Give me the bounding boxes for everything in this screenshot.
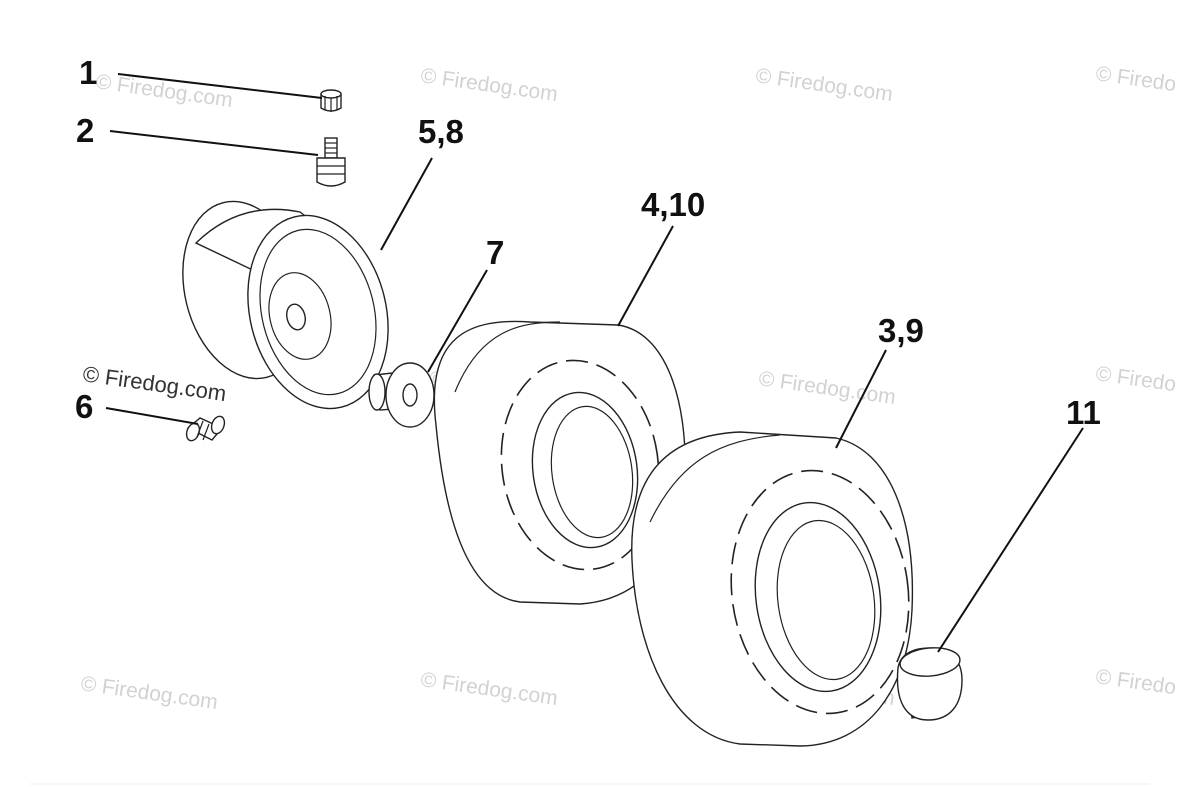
valve-stem <box>316 137 346 187</box>
leader-line-7 <box>427 269 488 373</box>
watermark: © Firedog.com <box>754 64 894 106</box>
leader-line-6 <box>105 407 199 425</box>
callout-6: 6 <box>75 388 93 425</box>
callout-7: 7 <box>486 234 504 271</box>
leader-line-3-9 <box>835 349 887 449</box>
watermark: © Firedog.com <box>79 672 219 714</box>
tire-rear <box>631 431 914 747</box>
leader-lines <box>105 73 1084 653</box>
tire-front <box>433 320 686 605</box>
watermark: © Firedo <box>1094 362 1177 396</box>
valve-cap <box>320 89 342 112</box>
callout-5-8: 5,8 <box>418 113 464 150</box>
watermark: © Firedog.com <box>94 70 234 112</box>
grease-fitting <box>185 415 226 442</box>
watermark: © Firedo <box>1094 665 1177 699</box>
bushing <box>368 362 435 428</box>
watermark: © Firedo <box>1094 62 1177 96</box>
callout-1: 1 <box>79 54 97 91</box>
callout-2: 2 <box>76 112 94 149</box>
leader-line-11 <box>937 427 1084 653</box>
wheel-rim <box>182 200 389 410</box>
callout-4-10: 4,10 <box>641 186 705 223</box>
watermark: © Firedog.com <box>757 367 897 409</box>
watermark-dark: © Firedog.com <box>81 361 228 406</box>
leader-line-5-8 <box>380 157 433 251</box>
hub-cap <box>896 647 963 721</box>
watermark: © Firedog.com <box>419 668 559 710</box>
leader-line-1 <box>117 73 323 99</box>
leader-line-4-10 <box>617 225 674 327</box>
leader-line-2 <box>109 130 319 156</box>
callout-3-9: 3,9 <box>878 312 924 349</box>
watermark: © Firedog.com <box>419 64 559 106</box>
callouts: 1 2 5,8 4,10 7 3,9 6 11 <box>75 54 1101 431</box>
callout-11: 11 <box>1066 394 1101 431</box>
